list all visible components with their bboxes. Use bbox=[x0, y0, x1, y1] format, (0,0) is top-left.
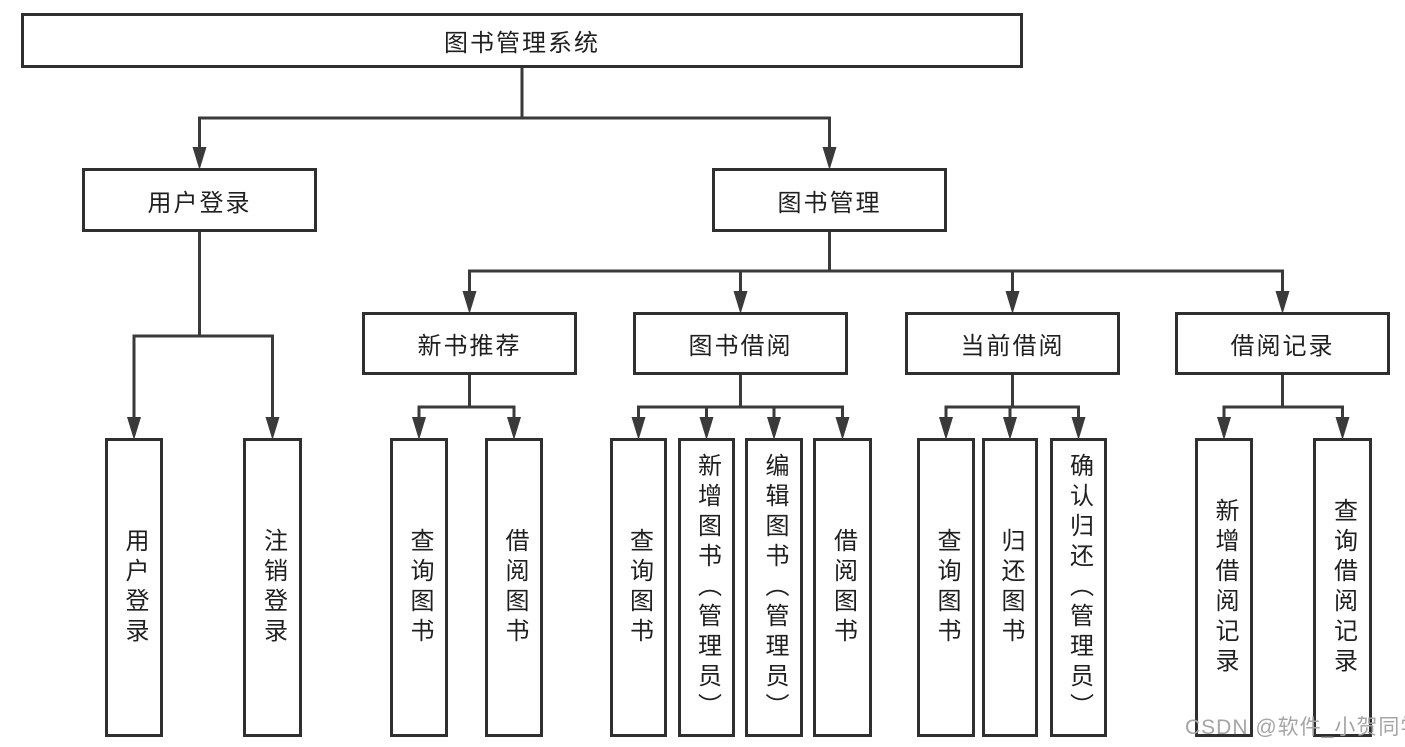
node-label: 查询借阅记录 bbox=[1329, 497, 1357, 678]
edge-arrowhead bbox=[1005, 291, 1020, 314]
node-label: 图书管理系统 bbox=[444, 30, 600, 57]
edge-arrowhead bbox=[507, 417, 521, 440]
node-label: 新增图书（管理员） bbox=[693, 452, 721, 723]
node-rec-query-book: 查询图书 bbox=[390, 438, 448, 737]
node-label: 确认归还（管理员） bbox=[1065, 452, 1093, 723]
node-bb-add-book: 新增图书（管理员） bbox=[678, 438, 735, 737]
node-label: 图书管理 bbox=[777, 189, 882, 217]
node-login: 用户登录 bbox=[105, 438, 163, 737]
edge-arrowhead bbox=[265, 417, 280, 440]
node-root: 图书管理系统 bbox=[21, 13, 1023, 68]
node-bb-edit-book: 编辑图书（管理员） bbox=[745, 438, 803, 737]
edge-arrowhead bbox=[462, 291, 477, 314]
node-user-login: 用户登录 bbox=[82, 168, 317, 232]
node-label: 借阅图书 bbox=[501, 527, 528, 648]
node-label: 归还图书 bbox=[997, 527, 1024, 648]
watermark: CSDN @软件_小贺同学 bbox=[1185, 716, 1405, 739]
node-label: 注销登录 bbox=[259, 527, 287, 648]
node-label: 查询图书 bbox=[933, 527, 960, 648]
node-new-book-rec: 新书推荐 bbox=[362, 312, 577, 375]
node-label: 借阅图书 bbox=[829, 527, 857, 648]
node-label: 借阅记录 bbox=[1230, 333, 1335, 360]
node-label: 编辑图书（管理员） bbox=[761, 452, 788, 723]
node-cb-return-book: 归还图书 bbox=[982, 438, 1038, 737]
node-book-mgmt: 图书管理 bbox=[712, 168, 947, 232]
edge-arrowhead bbox=[192, 147, 207, 170]
node-bb-borrow-book: 借阅图书 bbox=[813, 438, 872, 737]
edge-arrowhead bbox=[733, 291, 748, 314]
node-bb-query-book: 查询图书 bbox=[610, 438, 667, 737]
node-label: 新增借阅记录 bbox=[1211, 497, 1238, 678]
edge-arrowhead bbox=[1071, 417, 1086, 440]
node-label: 用户登录 bbox=[121, 527, 148, 648]
node-cb-query-book: 查询图书 bbox=[917, 438, 975, 737]
node-label: 当前借阅 bbox=[960, 333, 1065, 360]
edge-arrowhead bbox=[699, 417, 714, 440]
node-br-add-record: 新增借阅记录 bbox=[1195, 438, 1253, 737]
node-label: 图书借阅 bbox=[688, 333, 793, 360]
node-cb-confirm-return: 确认归还（管理员） bbox=[1050, 438, 1107, 737]
node-label: 新书推荐 bbox=[417, 333, 522, 360]
node-current-borrow: 当前借阅 bbox=[905, 312, 1120, 375]
node-book-borrow: 图书借阅 bbox=[633, 312, 848, 375]
edge-arrowhead bbox=[767, 417, 781, 440]
edge-arrowhead bbox=[1275, 291, 1290, 314]
edge-arrowhead bbox=[835, 417, 850, 440]
node-logout: 注销登录 bbox=[243, 438, 302, 737]
edge-arrowhead bbox=[1003, 417, 1017, 440]
edge-arrowhead bbox=[1335, 417, 1350, 440]
edge-arrowhead bbox=[1217, 417, 1231, 440]
edge-arrowhead bbox=[822, 147, 837, 170]
node-borrow-records: 借阅记录 bbox=[1175, 312, 1390, 375]
node-label: 用户登录 bbox=[147, 189, 252, 217]
node-label: 查询图书 bbox=[406, 527, 433, 648]
edge-arrowhead bbox=[939, 417, 953, 440]
edge-arrowhead bbox=[412, 417, 426, 440]
edge-arrowhead bbox=[631, 417, 646, 440]
node-rec-borrow-book: 借阅图书 bbox=[485, 438, 543, 737]
node-br-query-record: 查询借阅记录 bbox=[1313, 438, 1372, 737]
edge-arrowhead bbox=[127, 417, 141, 440]
node-label: 查询图书 bbox=[625, 527, 653, 648]
